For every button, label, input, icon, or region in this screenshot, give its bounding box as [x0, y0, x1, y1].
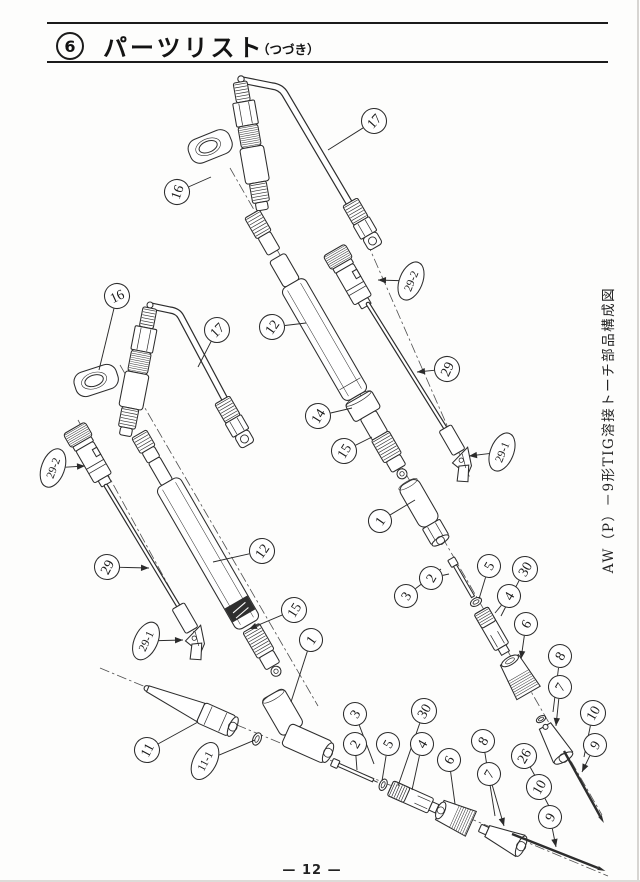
callout-2: 2: [418, 565, 444, 591]
callout-10: 10: [525, 773, 553, 801]
callout-5: 5: [476, 553, 502, 579]
callout-26: 26: [510, 742, 538, 770]
header-rule-top: [47, 22, 608, 24]
callout-29: 29: [433, 355, 461, 383]
page-number: — 12 —: [282, 863, 342, 878]
callout-30: 30: [410, 697, 438, 725]
callout-6: 6: [513, 611, 539, 637]
callout-5: 5: [375, 731, 401, 757]
callout-29-2: 29-2: [39, 448, 67, 488]
callout-8: 8: [470, 728, 496, 754]
svg-text:15: 15: [335, 442, 355, 462]
section-number-badge: 6: [56, 32, 84, 60]
callout-3: 3: [393, 583, 419, 609]
callout-4: 4: [496, 583, 522, 609]
svg-text:29: 29: [438, 360, 458, 379]
callout-29-1: 29-1: [132, 621, 160, 661]
callout-1: 1: [367, 508, 393, 534]
diagram-caption: AW（P）－9形TIG溶接トーチ部品構成図: [601, 286, 617, 574]
callout-8: 8: [547, 643, 573, 669]
callout-16: 16: [163, 178, 191, 206]
callout-29-2: 29-2: [397, 261, 425, 301]
scan-edge-bottom: [0, 880, 640, 882]
callout-9: 9: [537, 804, 563, 830]
svg-text:29: 29: [98, 558, 118, 577]
svg-text:16: 16: [108, 287, 127, 307]
page-subtitle: （つづき）: [257, 42, 320, 57]
page-title: パーツリスト: [103, 34, 265, 62]
scan-edge-right: [637, 0, 639, 882]
callout-12: 12: [258, 313, 286, 341]
callout-29: 29: [93, 553, 121, 581]
callout-10: 10: [579, 699, 607, 727]
callout-12: 12: [248, 537, 276, 565]
callout-29-1: 29-1: [488, 432, 516, 472]
svg-text:30: 30: [516, 560, 536, 580]
callout-17: 17: [203, 316, 231, 344]
callout-17: 17: [360, 107, 388, 135]
callout-7: 7: [476, 761, 502, 787]
callout-9: 9: [582, 732, 608, 758]
svg-text:11: 11: [138, 741, 158, 760]
callout-1: 1: [298, 627, 324, 653]
svg-text:30: 30: [415, 702, 435, 722]
callout-11-1: 11-1: [190, 742, 220, 780]
callout-2: 2: [342, 731, 368, 757]
callout-15: 15: [280, 596, 308, 624]
svg-text:10: 10: [584, 704, 604, 724]
callout-4: 4: [409, 731, 435, 757]
callout-16: 16: [103, 282, 131, 310]
callout-11: 11: [133, 736, 161, 764]
callout-7: 7: [547, 674, 573, 700]
svg-text:14: 14: [309, 407, 329, 427]
callout-14: 14: [304, 402, 332, 430]
svg-text:15: 15: [285, 601, 305, 621]
svg-text:26: 26: [515, 747, 535, 767]
callout-30: 30: [511, 555, 539, 583]
svg-text:10: 10: [530, 778, 550, 798]
callout-15: 15: [330, 437, 358, 465]
header-rule-bottom: [47, 61, 608, 63]
section-number: 6: [64, 36, 76, 56]
svg-text:16: 16: [169, 183, 188, 201]
callout-3: 3: [342, 701, 368, 727]
callout-6: 6: [436, 747, 462, 773]
